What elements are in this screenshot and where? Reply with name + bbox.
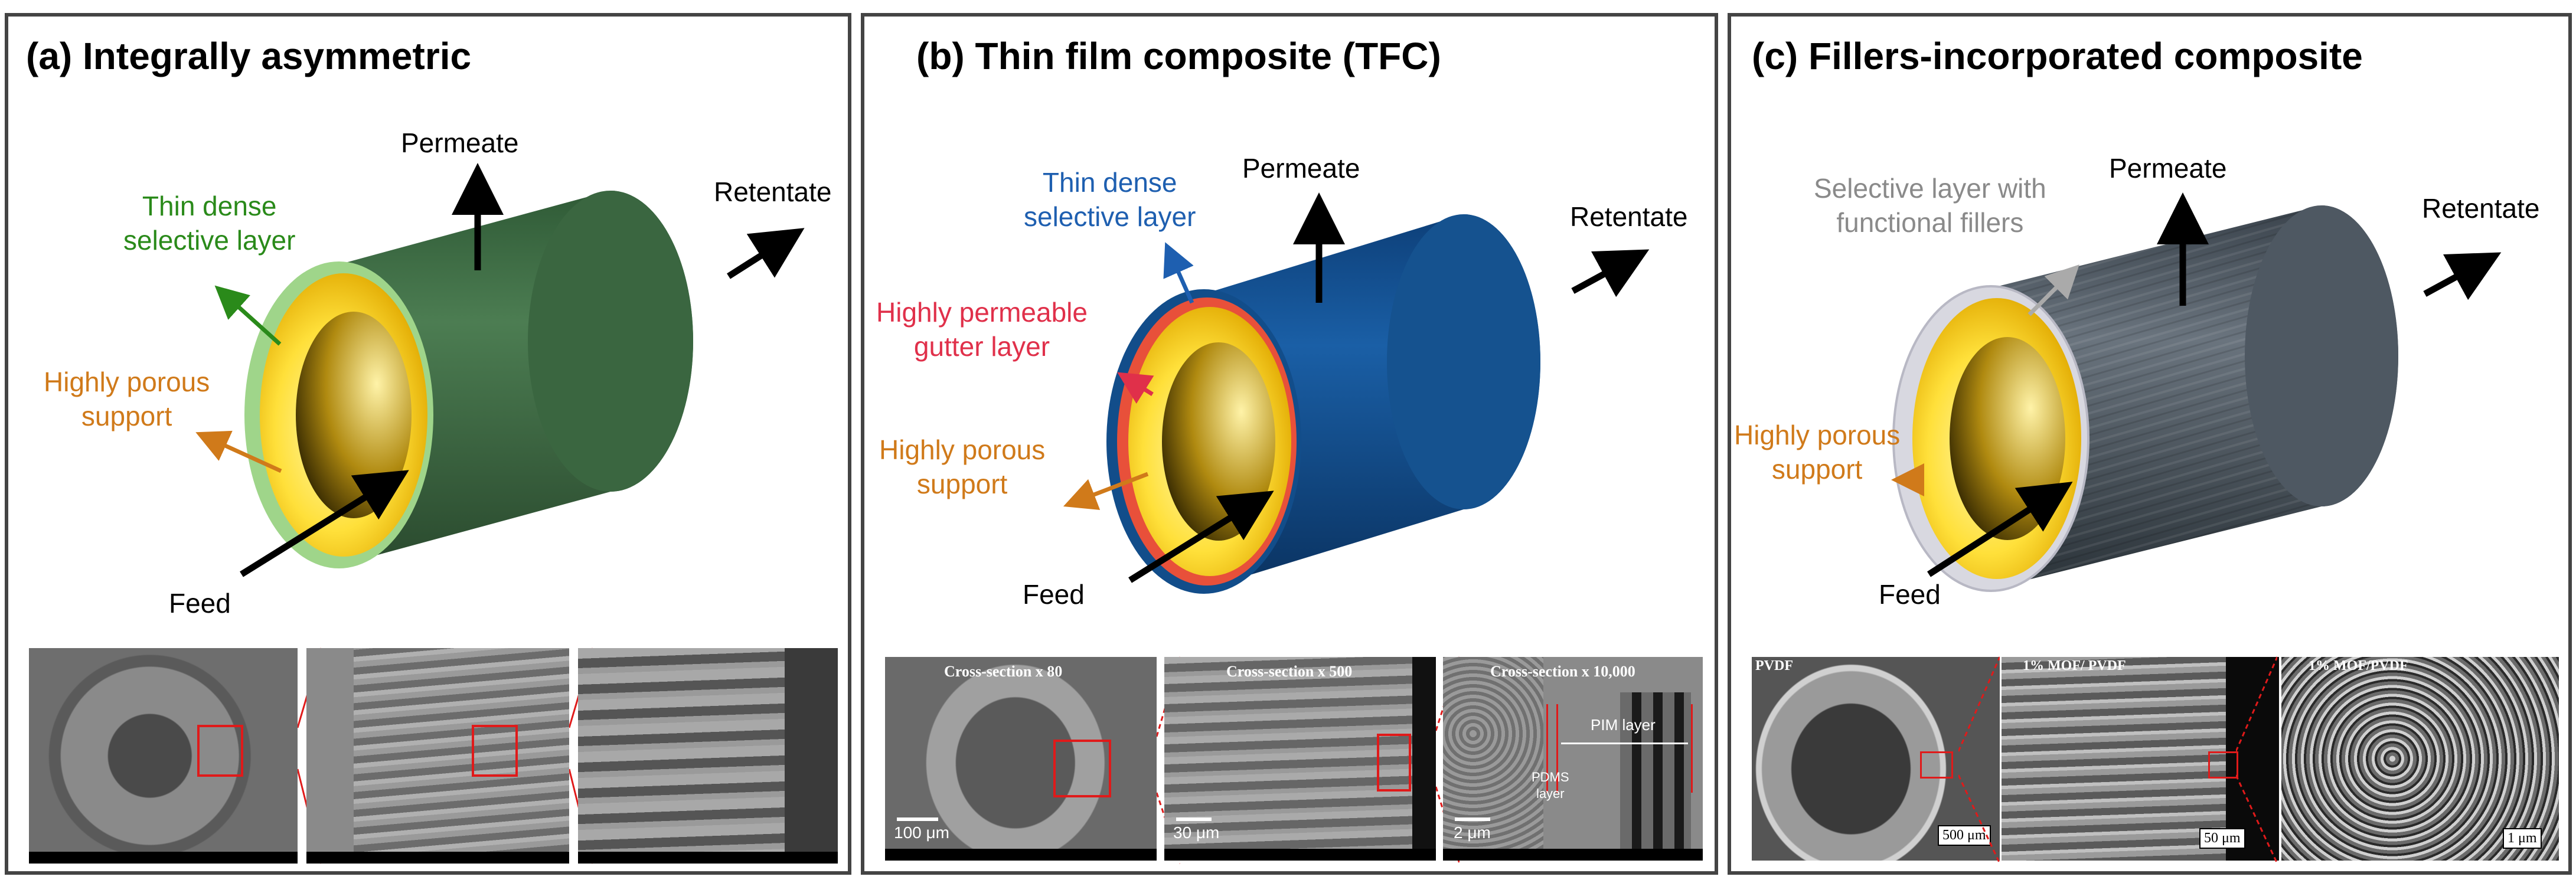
selective-layer-label: Selective layer with functional fillers xyxy=(1814,173,2046,238)
support-label: Highly porous support xyxy=(1734,420,1901,485)
panel-c-title: (c) Fillers-incorporated composite xyxy=(1752,35,2363,77)
scale-bar xyxy=(1176,817,1212,821)
scale-bar xyxy=(1455,817,1490,821)
pdms-layer-label: PDMS layer xyxy=(1532,770,1569,801)
panel-a-title: (a) Integrally asymmetric xyxy=(26,35,472,77)
retentate-arrow xyxy=(727,228,805,279)
bore xyxy=(1950,337,2065,540)
selective-pointer xyxy=(1163,242,1194,304)
permeate-label: Permeate xyxy=(2109,153,2227,184)
panel-b-title: (b) Thin film composite (TFC) xyxy=(916,35,1441,77)
sem-pvdf: PVDF 500 μm xyxy=(1752,657,2000,861)
feed-arrow xyxy=(240,470,409,577)
sem-caption: Cross-section x 10,000 xyxy=(1490,663,1635,680)
scale-bar-label: 1 μm xyxy=(2503,828,2542,849)
sem-image xyxy=(29,648,298,864)
panel-fillers-incorporated: (c) Fillers-incorporated composite xyxy=(1728,13,2572,875)
shell-back-end xyxy=(2245,205,2398,506)
bore xyxy=(296,312,412,518)
membrane-c-illustration xyxy=(1891,192,2502,592)
scale-bar-label: 500 μm xyxy=(1938,825,1991,846)
support-pointer xyxy=(1063,472,1149,511)
selective-layer-label: Thin dense selective layer xyxy=(123,191,296,256)
shell-back-end xyxy=(528,191,693,492)
feed-label: Feed xyxy=(1023,579,1085,610)
feed-label: Feed xyxy=(1879,579,1941,610)
sem-mof-pvdf-high: 1% MOF/PVDF 1 μm xyxy=(2281,657,2559,861)
retentate-label: Retentate xyxy=(1570,201,1688,232)
sem-caption: Cross-section x 80 xyxy=(944,663,1063,680)
sem-mof-pvdf-low: 1% MOF/ PVDF 50 μm xyxy=(2002,657,2279,861)
gutter-layer-label: Highly permeable gutter layer xyxy=(876,297,1088,362)
scale-bar-label: 2 μm xyxy=(1454,823,1491,842)
zoom-lines xyxy=(2236,656,2277,864)
sem-cross-section-80: Cross-section x 80 100 μm xyxy=(885,657,1157,861)
scale-bar-label: 30 μm xyxy=(1173,823,1220,842)
support-label: Highly porous support xyxy=(44,367,210,431)
scale-bar-label: 50 μm xyxy=(2199,828,2245,849)
sem-caption: Cross-section x 500 xyxy=(1226,663,1353,680)
sem-caption: PVDF xyxy=(1755,658,1793,673)
sem-image xyxy=(578,648,838,864)
selective-pointer xyxy=(214,285,282,346)
selective-layer-label: Thin dense selective layer xyxy=(1024,167,1196,232)
feed-label: Feed xyxy=(169,588,231,619)
bore xyxy=(1162,342,1275,541)
shell-back-end xyxy=(1387,214,1540,509)
gutter-pointer xyxy=(1117,372,1154,404)
permeate-label: Permeate xyxy=(401,127,519,158)
panel-thin-film-composite: (b) Thin film composite (TFC) xyxy=(861,13,1718,875)
membrane-a-illustration xyxy=(195,163,805,577)
panel-integrally-asymmetric: (a) Integrally asymmetric xyxy=(5,13,851,875)
retentate-label: Retentate xyxy=(714,176,832,207)
permeate-label: Permeate xyxy=(1242,153,1360,184)
feed-arrow xyxy=(1128,490,1274,583)
sem-cross-section-500: Cross-section x 500 30 μm xyxy=(1164,657,1436,861)
zoom-lines xyxy=(1958,656,2000,864)
membrane-b-illustration xyxy=(1063,192,1650,594)
support-pointer xyxy=(195,430,282,473)
scale-bar-label: 100 μm xyxy=(894,823,949,842)
support-label: Highly porous support xyxy=(879,434,1046,499)
sem-caption: 1% MOF/ PVDF xyxy=(2023,658,2126,673)
selective-pointer xyxy=(2028,264,2079,316)
sem-cross-section-10000: Cross-section x 10,000 PIM layer PDMS la… xyxy=(1443,657,1703,861)
sem-caption: 1% MOF/PVDF xyxy=(2309,658,2408,673)
pim-layer-label: PIM layer xyxy=(1591,716,1656,734)
retentate-arrow xyxy=(1571,249,1650,297)
retentate-arrow xyxy=(2423,252,2502,300)
feed-arrow xyxy=(1927,482,2073,577)
scale-bar xyxy=(897,817,938,821)
sem-image xyxy=(306,648,569,864)
retentate-label: Retentate xyxy=(2422,193,2540,224)
